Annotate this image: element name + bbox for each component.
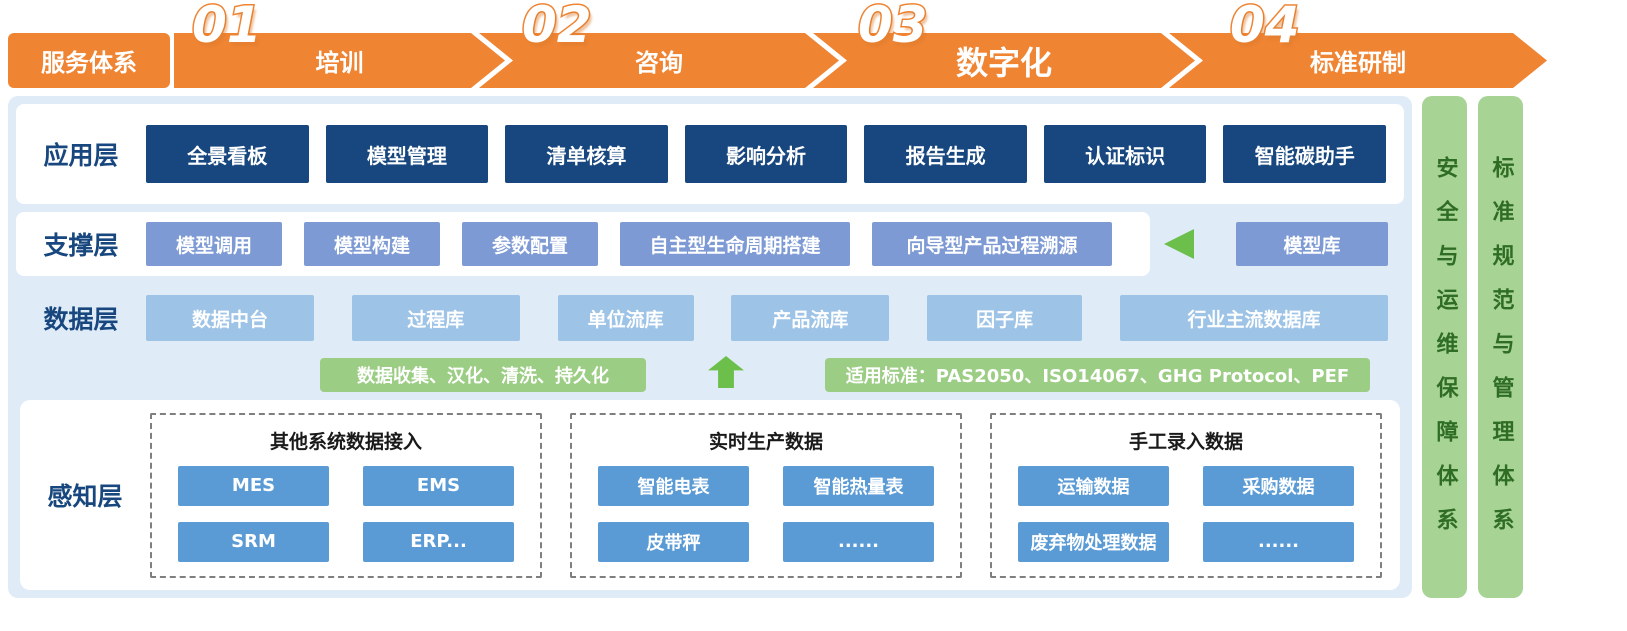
process-banner: 服务体系 培训 咨询 数字化 标准研制 01 02 03 04 [0,0,1627,92]
standards-banner: 适用标准：PAS2050、ISO14067、GHG Protocol、PEF [825,358,1370,392]
group-realtime-production: 实时生产数据 智能电表 智能热量表 皮带秤 ...... [570,412,962,578]
data-box: 单位流库 [557,295,694,341]
perception-groups: 其他系统数据接入 MES EMS SRM ERP... 实时生产数据 智能电表 … [150,412,1400,578]
group-title: 实时生产数据 [708,430,823,453]
app-box: 全景看板 [146,125,309,183]
green-up-arrow-icon [708,356,744,388]
support-layer-label: 支撑层 [43,231,119,260]
step-number-01: 01 [191,0,264,56]
banner-step-arrow-training: 培训 [174,33,505,88]
group-grid: 智能电表 智能热量表 皮带秤 ...... [598,465,934,562]
support-box: 模型构建 [304,222,440,266]
app-box: 模型管理 [325,125,489,183]
support-box: 向导型产品过程溯源 [872,222,1112,266]
data-box: 数据中台 [146,295,314,341]
step-number-04: 04 [1229,0,1302,56]
group-title: 手工录入数据 [1128,430,1243,453]
perception-box: 采购数据 [1203,465,1354,506]
support-layer-band: 支撑层 模型调用 模型构建 参数配置 自主型生命周期搭建 向导型产品过程溯源 [16,212,1150,276]
data-boxes: 数据中台 过程库 单位流库 产品流库 因子库 行业主流数据库 [146,295,1404,341]
app-box: 报告生成 [864,125,1027,183]
app-box: 清单核算 [505,125,668,183]
perception-box: 智能电表 [598,465,749,506]
support-box: 参数配置 [462,222,598,266]
perception-box: ...... [1203,521,1354,562]
perception-box: 智能热量表 [783,465,934,506]
architecture-body: 应用层 全景看板 模型管理 清单核算 影响分析 报告生成 认证标识 智能碳助手 … [8,96,1412,598]
perception-box: 运输数据 [1018,465,1169,506]
group-grid: MES EMS SRM ERP... [178,465,514,562]
support-layer-row: 支撑层 模型调用 模型构建 参数配置 自主型生命周期搭建 向导型产品过程溯源 模… [16,212,1404,276]
perception-box: ERP... [363,521,514,562]
model-library-box: 模型库 [1236,222,1388,266]
app-box: 影响分析 [684,125,848,183]
perception-box: 废弃物处理数据 [1018,521,1169,562]
support-boxes: 模型调用 模型构建 参数配置 自主型生命周期搭建 向导型产品过程溯源 [146,222,1112,266]
service-system-label: 服务体系 [8,33,170,88]
support-box: 模型调用 [146,222,282,266]
perception-box: ...... [783,521,934,562]
data-box: 因子库 [927,295,1083,341]
step-number-03: 03 [857,0,930,56]
data-box: 产品流库 [731,295,890,341]
perception-layer-band: 感知层 其他系统数据接入 MES EMS SRM ERP... 实时生产数据 智… [20,400,1400,590]
group-grid: 运输数据 采购数据 废弃物处理数据 ...... [1018,465,1354,562]
support-box: 自主型生命周期搭建 [620,222,850,266]
data-box: 过程库 [351,295,520,341]
application-layer-band: 应用层 全景看板 模型管理 清单核算 影响分析 报告生成 认证标识 智能碳助手 [16,104,1404,204]
step-number-02: 02 [521,0,594,56]
data-processing-banner: 数据收集、汉化、清洗、持久化 [320,358,646,392]
data-layer-label: 数据层 [43,305,119,334]
standards-management-system-bar: 标准规范与管理体系 [1478,96,1523,598]
group-title: 其他系统数据接入 [269,430,422,453]
data-box: 行业主流数据库 [1119,295,1388,341]
security-ops-system-bar: 安全与运维保障体系 [1422,96,1467,598]
application-layer-label: 应用层 [43,141,119,170]
perception-box: MES [178,465,329,506]
banner-step-arrow-standards: 标准研制 [1169,33,1547,88]
group-other-systems: 其他系统数据接入 MES EMS SRM ERP... [150,412,542,578]
perception-box: 皮带秤 [598,521,749,562]
app-box: 认证标识 [1043,125,1207,183]
application-boxes: 全景看板 模型管理 清单核算 影响分析 报告生成 认证标识 智能碳助手 [146,125,1404,183]
data-layer-row: 数据层 数据中台 过程库 单位流库 产品流库 因子库 行业主流数据库 [16,288,1404,348]
group-manual-entry: 手工录入数据 运输数据 采购数据 废弃物处理数据 ...... [990,412,1382,578]
green-left-arrow-icon [1164,229,1194,259]
banner-step-arrow-digitalization: 数字化 [813,33,1195,88]
perception-layer-label: 感知层 [47,482,123,511]
perception-box: EMS [363,465,514,506]
app-box: 智能碳助手 [1223,125,1387,183]
banner-step-arrow-consulting: 咨询 [479,33,839,88]
perception-box: SRM [178,521,329,562]
